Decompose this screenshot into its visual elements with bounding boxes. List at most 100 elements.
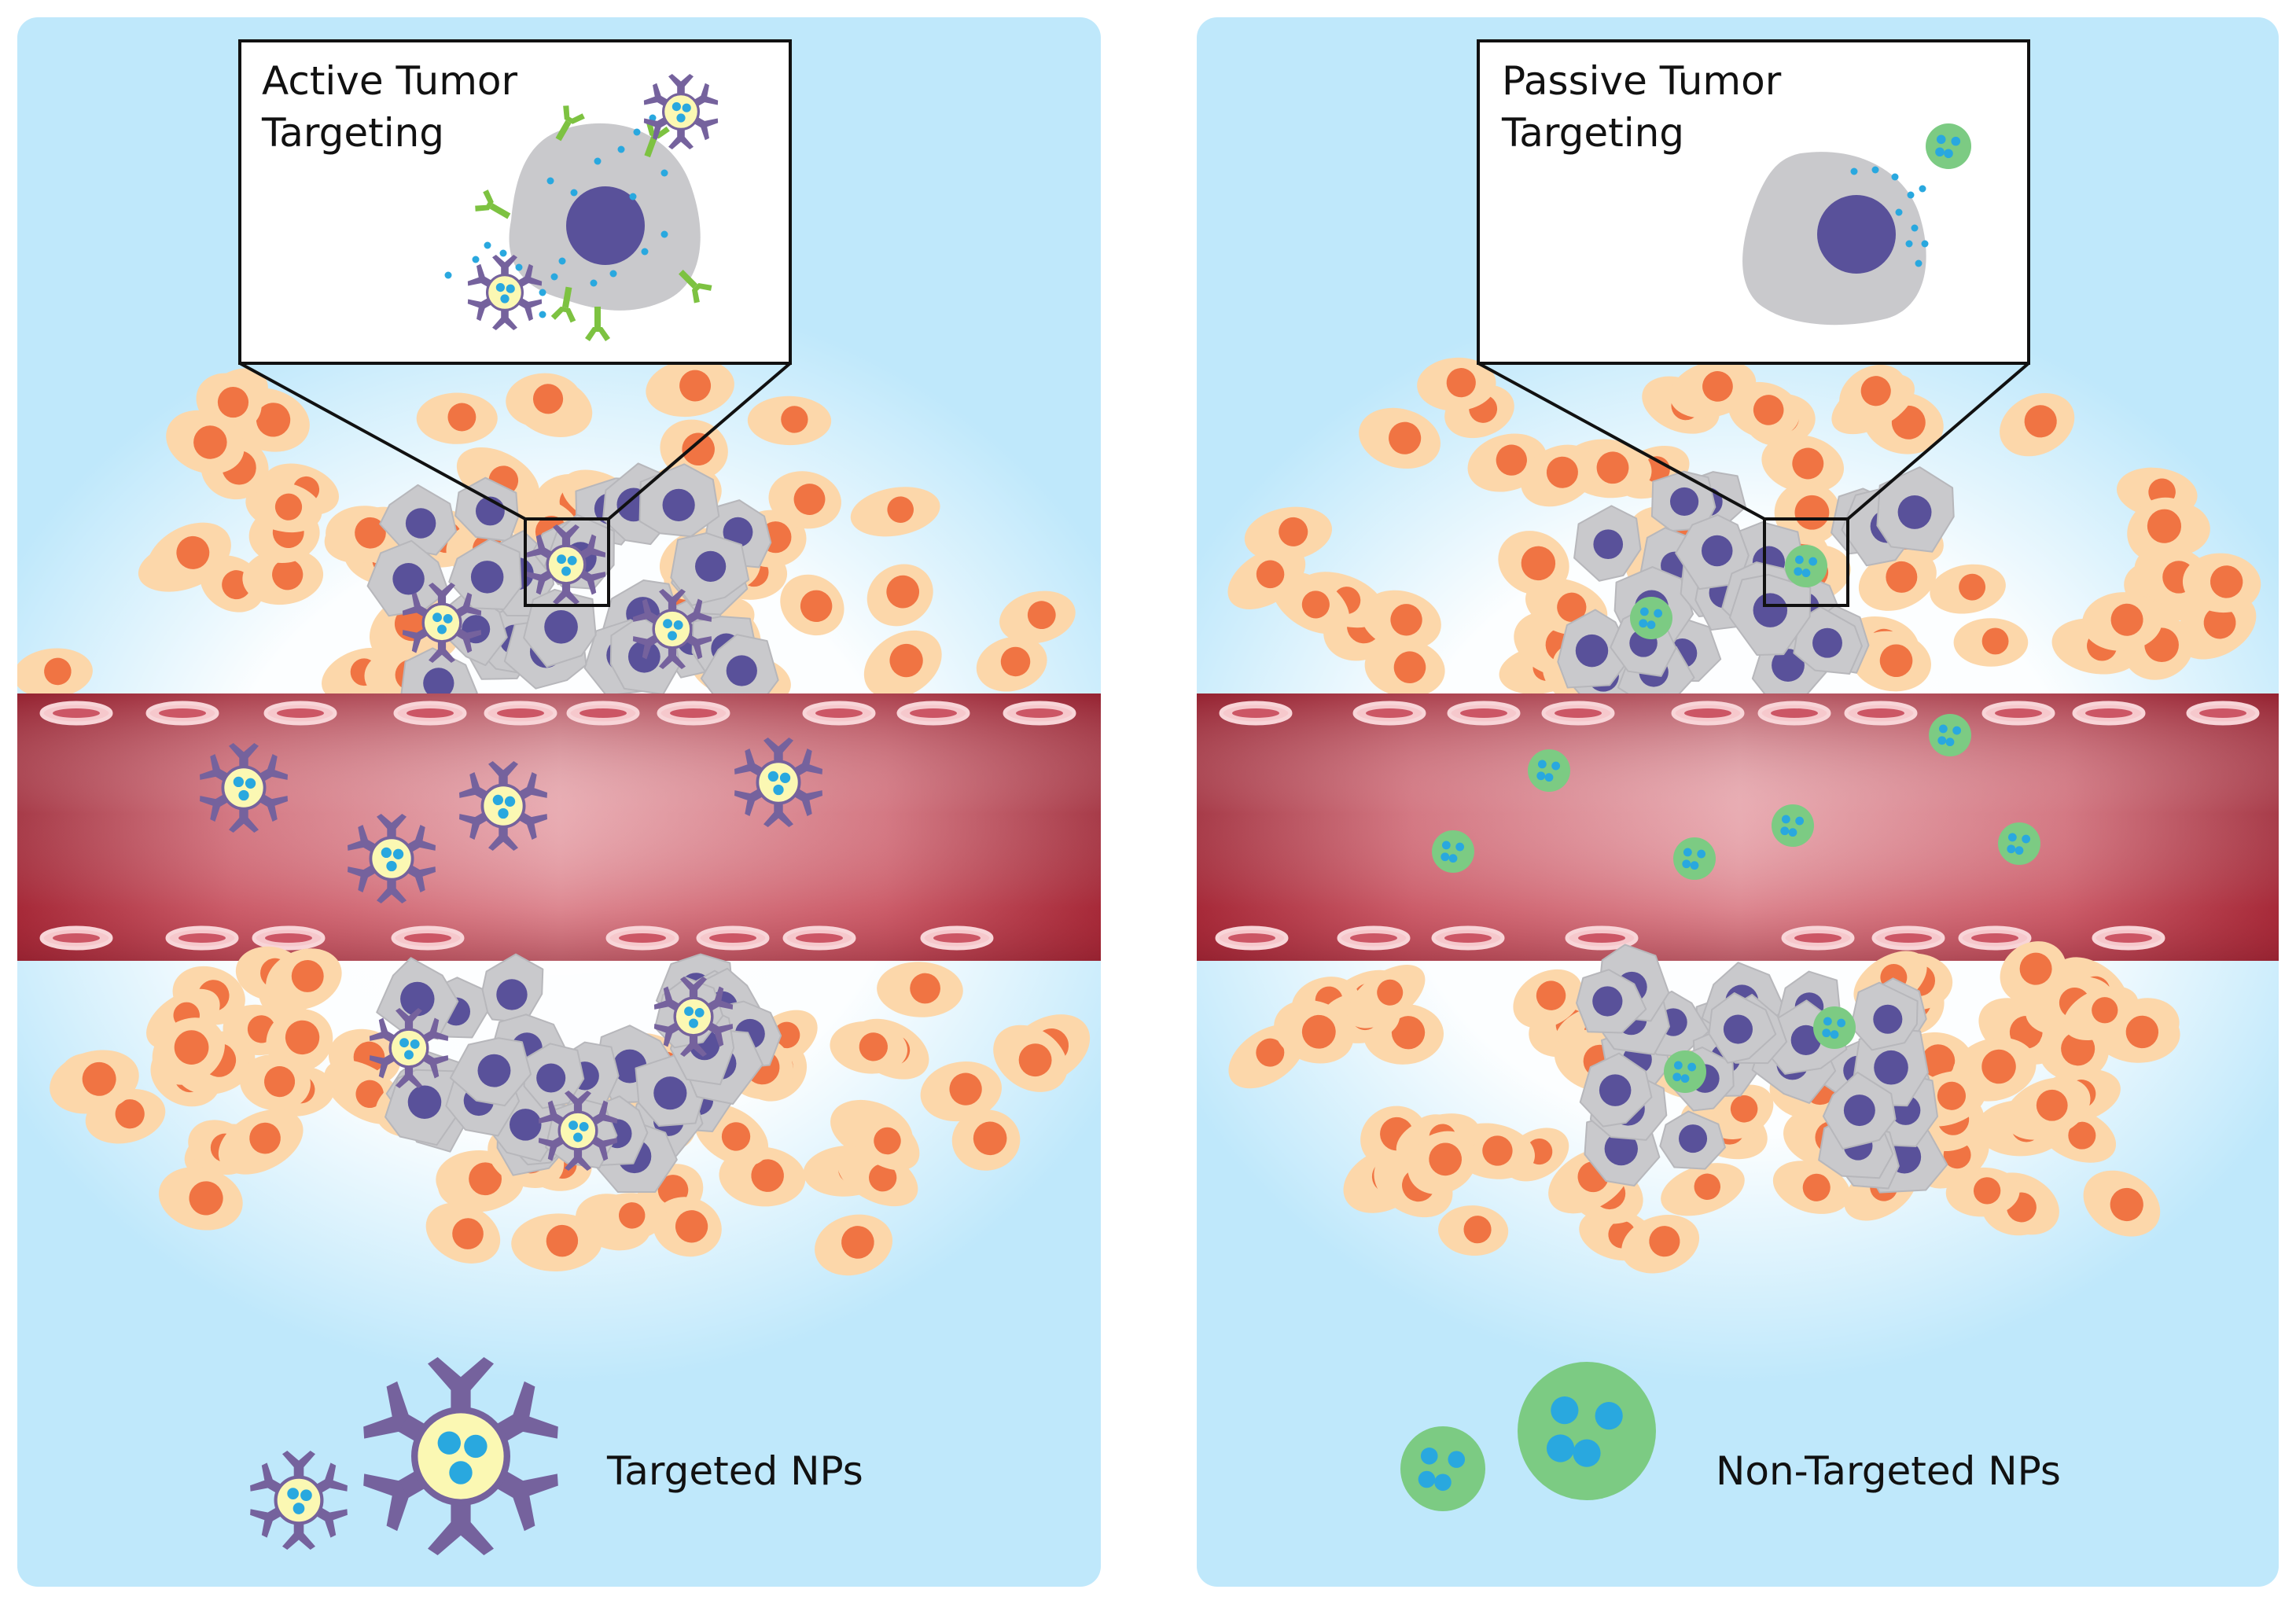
tumor-tissue-top: [1227, 357, 2261, 714]
targeted-nanoparticle-icon: [199, 742, 289, 833]
stromal-cell-icon: [1621, 1215, 1700, 1274]
stromal-cell-icon: [425, 1202, 501, 1264]
stromal-cell-icon: [1761, 434, 1845, 494]
stromal-cell-icon: [2127, 497, 2196, 562]
red-blood-cell-icon: [696, 925, 770, 951]
targeted-nanoparticle-icon: [402, 582, 482, 664]
tumor-cell-icon: [670, 532, 750, 606]
red-blood-cell-icon: [252, 925, 326, 951]
legend: Non-Targeted NPs: [1400, 1362, 2061, 1511]
non-targeted-nanoparticle-icon: [1785, 545, 1827, 587]
red-blood-cell-icon: [896, 701, 970, 726]
stromal-cell-icon: [1513, 969, 1583, 1028]
red-blood-cell-icon: [1844, 701, 1918, 726]
stromal-cell-icon: [646, 359, 734, 418]
red-blood-cell-icon: [165, 925, 239, 951]
tumor-cell-icon: [700, 634, 779, 706]
stromal-cell-icon: [2083, 1170, 2161, 1237]
stromal-cell-icon: [1661, 1163, 1745, 1216]
tumor-cell-icon: [1708, 991, 1777, 1064]
red-blood-cell-icon: [1219, 701, 1293, 726]
inset-title-line-1: Active Tumor: [262, 58, 517, 104]
stromal-cell-icon: [152, 1017, 225, 1085]
inset-illustration: [1742, 123, 1971, 326]
stromal-cell-icon: [511, 1213, 602, 1272]
vessel-nanoparticles: [1432, 545, 2040, 1093]
stromal-cell-icon: [867, 564, 933, 627]
red-blood-cell-icon: [802, 701, 876, 726]
legend-icons: [250, 1357, 558, 1555]
non-targeted-nanoparticle-icon: [1813, 1006, 1856, 1049]
red-blood-cell-icon: [605, 925, 679, 951]
targeted-nanoparticle-icon: [250, 1451, 348, 1550]
stromal-cell-icon: [1858, 550, 1937, 611]
stromal-cell-icon: [416, 392, 498, 444]
vessel-nanoparticles: [199, 524, 823, 1172]
receptor-icon: [475, 189, 511, 219]
non-targeted-nanoparticle-icon: [1400, 1426, 1485, 1511]
tumor-cell-icon: [1650, 470, 1716, 532]
stromal-cell-icon: [2004, 1077, 2091, 1140]
stromal-cell-icon: [768, 471, 841, 529]
red-blood-cell-icon: [1447, 701, 1521, 726]
red-blood-cell-icon: [1757, 701, 1831, 726]
red-blood-cell-icon: [1431, 925, 1505, 951]
inset-frame: [1477, 39, 2030, 365]
tumor-cell-icon: [1742, 152, 1926, 326]
red-blood-cell-icon: [920, 925, 994, 951]
tumor-cell-icon: [1849, 981, 1919, 1051]
blood-vessel: [17, 693, 1101, 961]
tumor-cell-icon: [1557, 609, 1633, 689]
targeted-nanoparticle-icon: [653, 976, 734, 1058]
inset-title-line-2: Targeting: [1501, 110, 1684, 156]
stromal-cell-icon: [245, 481, 322, 533]
red-blood-cell-icon: [2092, 925, 2165, 951]
tumor-cell-icon: [1576, 969, 1647, 1034]
red-blood-cell-icon: [782, 925, 856, 951]
stromal-cell-icon: [653, 1197, 722, 1257]
targeted-nanoparticle-icon: [363, 1357, 558, 1555]
tumor-cell-icon: [448, 538, 522, 610]
tumor-cell-icon: [1876, 466, 1955, 553]
red-blood-cell-icon: [393, 701, 467, 726]
stromal-cell-icon: [2000, 392, 2075, 457]
stromal-cell-icon: [1930, 564, 2006, 614]
targeted-nanoparticle-icon: [369, 1007, 449, 1089]
receptor-icon: [585, 307, 610, 341]
tumor-cell-icon: [1659, 1110, 1726, 1170]
stromal-cell-icon: [993, 1025, 1068, 1092]
tumor-cell-icon: [379, 484, 458, 556]
red-blood-cell-icon: [1958, 925, 2032, 951]
red-blood-cell-icon: [263, 701, 337, 726]
stromal-cell-icon: [1227, 546, 1306, 609]
red-blood-cell-icon: [1337, 925, 1411, 951]
non-targeted-nanoparticle-icon: [1929, 714, 1971, 756]
stromal-cell-icon: [239, 1054, 311, 1111]
red-blood-cell-icon: [1671, 701, 1745, 726]
stromal-cell-icon: [166, 410, 245, 474]
inset-box: Passive Tumor Targeting: [1477, 39, 2030, 365]
stromal-cell-icon: [2000, 941, 2066, 1004]
legend: Targeted NPs: [250, 1357, 863, 1555]
stromal-cell-icon: [242, 548, 324, 605]
zoom-lines: [239, 362, 792, 607]
stromal-cell-icon: [17, 648, 93, 698]
stromal-cell-icon: [2082, 592, 2163, 651]
stromal-cell-icon: [1364, 638, 1445, 697]
stromal-cell-icon: [1772, 1161, 1851, 1214]
tumor-cell-icon: [509, 123, 701, 311]
legend-label: Targeted NPs: [606, 1448, 863, 1494]
non-targeted-nanoparticle-icon: [1432, 830, 1474, 873]
tumor-tissue-bottom: [1228, 941, 2180, 1274]
stromal-cell-icon: [1851, 631, 1931, 692]
receptor-icon: [550, 286, 576, 323]
stromal-cell-icon: [218, 1109, 304, 1175]
red-blood-cell-icon: [1541, 701, 1615, 726]
targeted-nanoparticle-icon: [458, 760, 548, 852]
stromal-cell-icon: [1417, 357, 1496, 411]
non-targeted-nanoparticle-icon: [1518, 1362, 1656, 1500]
red-blood-cell-icon: [1352, 701, 1426, 726]
targeted-nanoparticle-icon: [734, 737, 823, 828]
stromal-cell-icon: [1438, 1205, 1509, 1256]
